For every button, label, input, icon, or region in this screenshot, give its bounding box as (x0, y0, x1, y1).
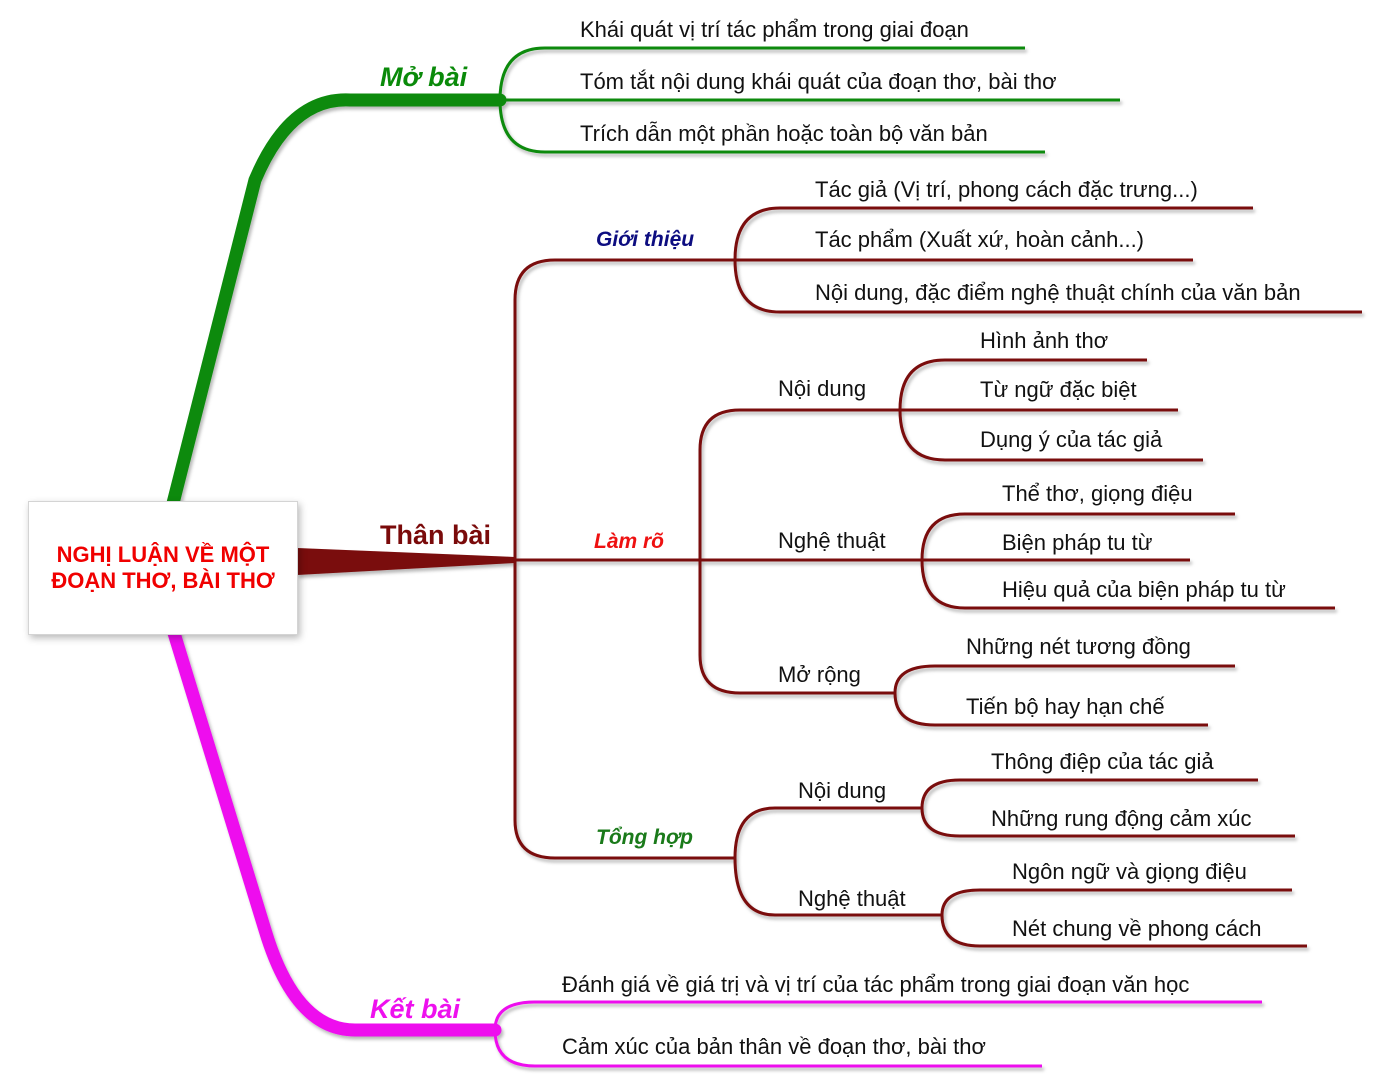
label-mo-rong: Mở rộng (778, 662, 861, 687)
leaf-text: Biện pháp tu từ (1002, 530, 1153, 555)
leaf-line (733, 259, 1362, 314)
leaf-line (898, 409, 1203, 462)
leaf-line (493, 1000, 1262, 1031)
leaf-text: Thể thơ, giọng điệu (1002, 481, 1193, 506)
central-topic-line1: NGHỊ LUẬN VỀ MỘT (56, 542, 270, 567)
label-than-bai: Thân bài (380, 520, 491, 550)
subbranch-gioi-thieu (513, 258, 735, 560)
leaf-text: Cảm xúc của bản thân về đoạn thơ, bài th… (562, 1034, 986, 1059)
leaf-line (893, 664, 1235, 694)
label-lam-ro: Làm rõ (594, 530, 664, 553)
label-th-nghe-thuat: Nghệ thuật (798, 886, 906, 911)
branch-ket-bai (163, 613, 502, 1037)
leaf-line (493, 1029, 1042, 1068)
subbranch-tong-hop (513, 560, 735, 860)
label-th-noi-dung: Nội dung (798, 778, 886, 803)
leaf-line (920, 559, 1335, 610)
leaf-text: Khái quát vị trí tác phẩm trong giai đoạ… (580, 17, 969, 42)
subbranch-mo-rong (698, 560, 895, 695)
leaf-text: Tác giả (Vị trí, phong cách đặc trưng...… (815, 177, 1198, 202)
branch-than-bai (297, 548, 515, 575)
leaf-text: Hiệu quả của biện pháp tu từ (1002, 577, 1286, 602)
subbranch-th-nghe-thuat (733, 857, 942, 917)
leaf-line (893, 692, 1208, 727)
leaf-text: Tóm tắt nội dung khái quát của đoạn thơ,… (580, 69, 1057, 94)
leaf-line (940, 888, 1292, 916)
central-topic-box: NGHỊ LUẬN VỀ MỘT ĐOẠN THƠ, BÀI THƠ (28, 501, 298, 635)
label-noi-dung: Nội dung (778, 376, 866, 401)
branch-mo-bai (163, 93, 507, 522)
leaf-text: Những nét tương đồng (966, 634, 1191, 659)
leaf-text: Thông điệp của tác giả (991, 749, 1214, 774)
connector-lines (163, 46, 1362, 1068)
subbranch-th-noi-dung (733, 806, 922, 859)
leaf-text: Hình ảnh thơ (980, 328, 1108, 353)
leaf-line (498, 46, 1025, 101)
leaf-text: Trích dẫn một phần hoặc toàn bộ văn bản (580, 121, 988, 146)
leaf-line (898, 358, 1147, 411)
label-ket-bai: Kết bài (370, 994, 461, 1024)
central-topic-line2: ĐOẠN THƠ, BÀI THƠ (51, 568, 275, 593)
leaf-text: Những rung động cảm xúc (991, 806, 1252, 831)
leaf-text: Ngôn ngữ và giọng điệu (1012, 859, 1247, 884)
leaf-text: Nội dung, đặc điểm nghệ thuật chính của … (815, 280, 1301, 305)
subbranch-noi-dung (698, 408, 900, 560)
label-mo-bai: Mở bài (380, 62, 468, 92)
leaf-text: Tiến bộ hay hạn chế (966, 694, 1165, 719)
leaf-line (733, 206, 1253, 261)
leaf-line (920, 807, 1295, 838)
leaf-line (920, 778, 1258, 809)
label-nghe-thuat: Nghệ thuật (778, 528, 886, 553)
leaf-text: Nét chung về phong cách (1012, 916, 1262, 941)
leaf-line (498, 99, 1045, 154)
leaf-text: Dụng ý của tác giả (980, 427, 1163, 452)
leaf-text: Tác phẩm (Xuất xứ, hoàn cảnh...) (815, 227, 1144, 252)
label-tong-hop: Tổng hợp (596, 826, 693, 849)
label-gioi-thieu: Giới thiệu (596, 228, 694, 251)
leaf-text: Đánh giá về giá trị và vị trí của tác ph… (562, 972, 1189, 997)
leaf-line (940, 914, 1307, 948)
leaf-text: Từ ngữ đặc biệt (980, 377, 1137, 402)
leaf-line (920, 512, 1235, 561)
